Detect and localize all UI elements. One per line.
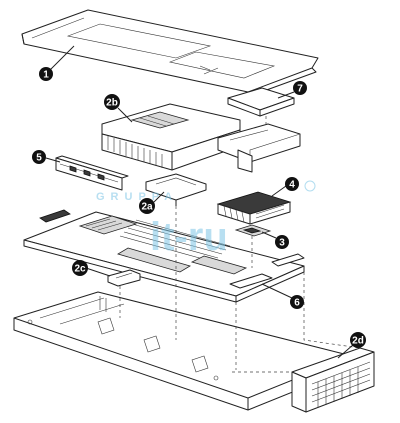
clip-part-2c	[107, 269, 141, 287]
front-bezel-part-2d	[291, 347, 375, 413]
memory-module-part-5	[55, 155, 129, 191]
callout-4: 4	[285, 177, 299, 191]
callout-label: 1	[43, 70, 49, 81]
callout-label: 7	[297, 84, 303, 95]
callout-label: 2a	[141, 202, 153, 213]
callout-label: 2b	[106, 98, 118, 109]
bracket-part-2a	[145, 173, 207, 206]
callout-6: 6	[290, 295, 304, 309]
callout-1: 1	[39, 67, 53, 81]
callout-3: 3	[275, 235, 289, 249]
registered-mark-icon	[304, 180, 316, 192]
callout-2c: 2c	[72, 260, 88, 276]
callout-label: 6	[294, 298, 300, 309]
heatsink-part-4	[216, 191, 292, 225]
baffle-assembly-part-2b	[101, 103, 301, 173]
callout-2b: 2b	[104, 94, 120, 110]
callout-2d: 2d	[350, 332, 366, 348]
callout-7: 7	[293, 81, 307, 95]
callout-5: 5	[32, 150, 46, 164]
leader-lines	[45, 45, 355, 359]
callout-label: 4	[289, 180, 295, 191]
callout-label: 5	[36, 153, 42, 164]
watermark-site-text: it-ru	[150, 215, 228, 259]
processor-part-3	[234, 224, 272, 237]
callout-label: 2c	[74, 264, 86, 275]
callout-2a: 2a	[139, 198, 155, 214]
watermark-brand-letters: GRUPPA	[96, 191, 178, 203]
top-cover	[21, 9, 319, 97]
module-part-7	[227, 87, 295, 117]
callout-label: 2d	[352, 336, 364, 347]
watermark: GRUPPA it-ru	[96, 180, 316, 259]
system-board-part-6	[23, 209, 305, 303]
alignment-lines	[119, 116, 361, 373]
callout-label: 3	[279, 238, 285, 249]
